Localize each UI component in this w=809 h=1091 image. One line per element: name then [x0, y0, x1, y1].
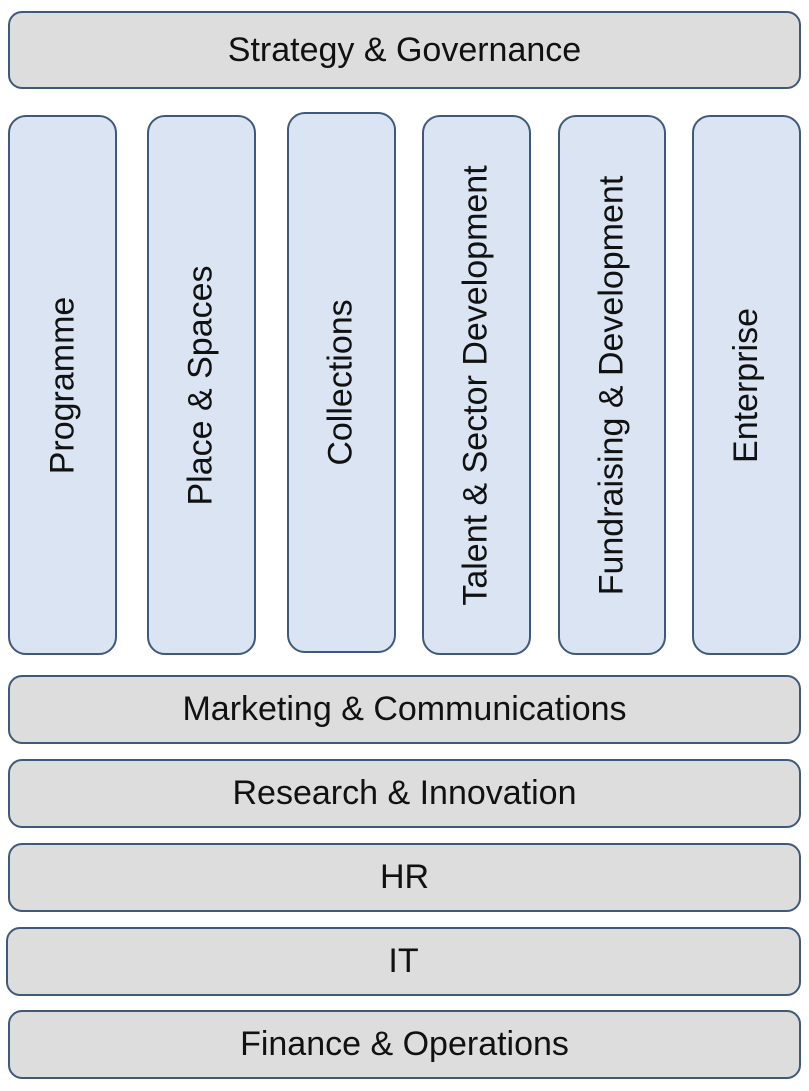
pillar-enterprise-label: Enterprise — [727, 307, 765, 463]
strategy-governance-label: Strategy & Governance — [227, 30, 582, 69]
pillar-talent-sector-development-label: Talent & Sector Development — [457, 164, 495, 606]
hr-label: HR — [379, 858, 430, 896]
marketing-communications-bar: Marketing & Communications — [8, 675, 801, 744]
pillar-place-spaces: Place & Spaces — [147, 115, 256, 655]
hr-bar: HR — [8, 843, 801, 912]
it-bar: IT — [6, 927, 801, 996]
pillar-talent-sector-development: Talent & Sector Development — [422, 115, 531, 655]
research-innovation-bar: Research & Innovation — [8, 759, 801, 828]
pillar-fundraising-development: Fundraising & Development — [558, 115, 666, 655]
pillar-collections-label: Collections — [322, 299, 360, 466]
pillar-collections: Collections — [287, 112, 396, 653]
pillar-enterprise: Enterprise — [692, 115, 801, 655]
finance-operations-bar: Finance & Operations — [8, 1010, 801, 1079]
strategy-governance-bar: Strategy & Governance — [8, 11, 801, 89]
finance-operations-label: Finance & Operations — [240, 1025, 569, 1063]
pillar-place-spaces-label: Place & Spaces — [182, 264, 220, 506]
pillar-programme-label: Programme — [43, 296, 82, 474]
it-label: IT — [388, 942, 419, 980]
pillar-fundraising-development-label: Fundraising & Development — [592, 175, 631, 595]
research-innovation-label: Research & Innovation — [232, 774, 577, 812]
pillar-programme: Programme — [8, 115, 117, 655]
marketing-communications-label: Marketing & Communications — [182, 690, 627, 728]
